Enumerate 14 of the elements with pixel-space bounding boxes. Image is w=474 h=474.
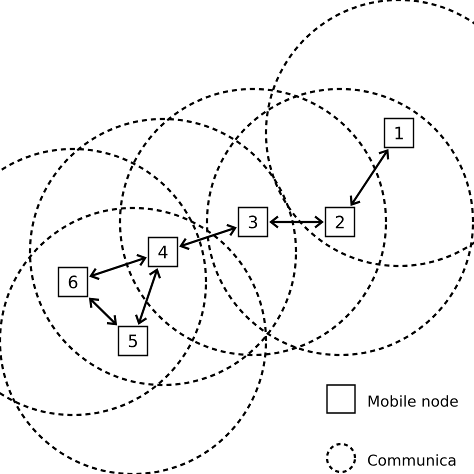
arrow (88, 298, 118, 326)
mobile-node-box: 1 (384, 118, 414, 148)
arrow (179, 224, 237, 250)
arrow (350, 149, 390, 206)
legend-label: Communica (368, 454, 456, 466)
mobile-node-box: 3 (238, 206, 268, 238)
mobile-node-box: 6 (58, 266, 88, 298)
mobile-node-box: 2 (324, 206, 356, 238)
mobile-node-box: 5 (118, 326, 148, 356)
arrow (135, 268, 161, 325)
arrow (269, 216, 324, 228)
legend-label: Mobile node (368, 395, 458, 407)
arrow (89, 254, 147, 280)
mobile-node-box: 4 (148, 236, 178, 268)
